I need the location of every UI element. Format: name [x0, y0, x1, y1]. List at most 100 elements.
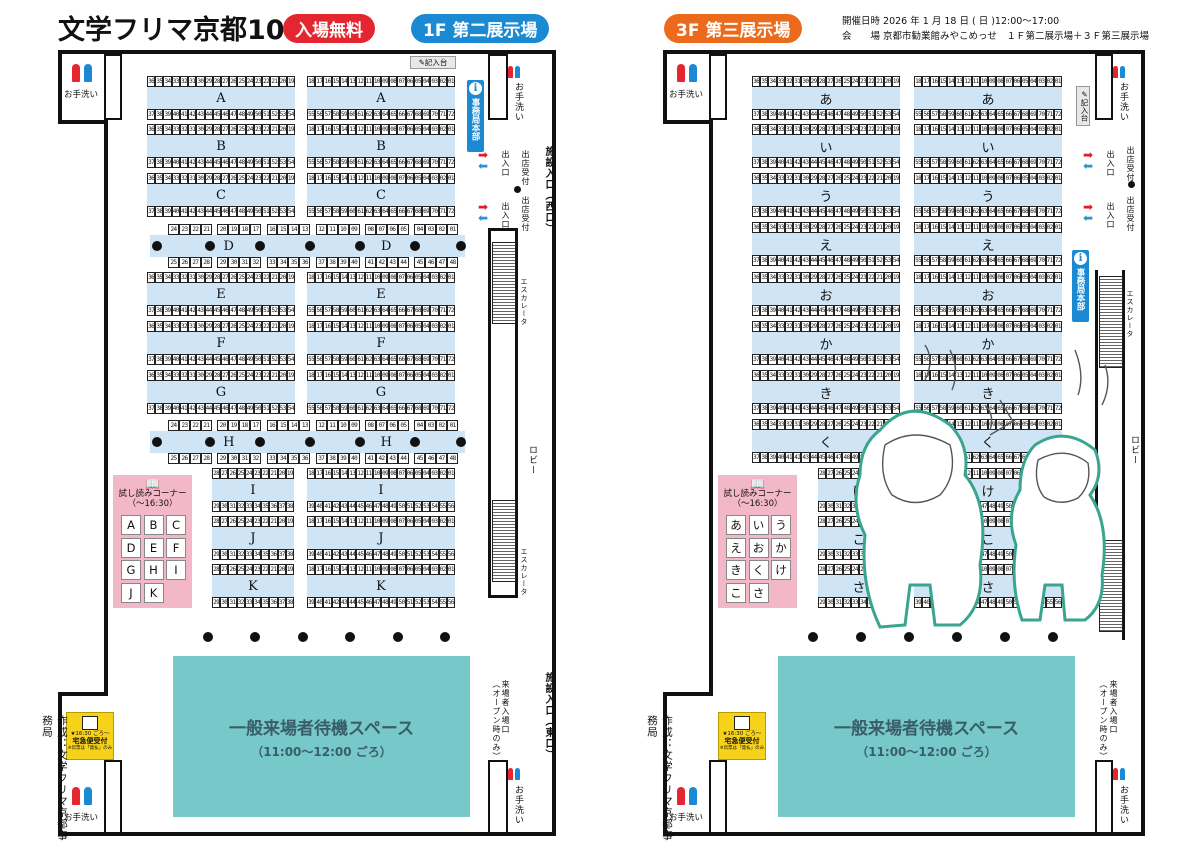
booth-number[interactable]: 52: [270, 206, 279, 217]
booth-number[interactable]: 67: [405, 157, 414, 168]
booth-number[interactable]: 28: [212, 124, 221, 135]
booth-number[interactable]: 61: [963, 354, 972, 365]
booth-number[interactable]: 46: [425, 453, 437, 464]
booth-number[interactable]: 29: [818, 501, 827, 512]
booth-number[interactable]: 13: [348, 272, 357, 283]
booth-number[interactable]: 36: [299, 257, 311, 268]
booth-number[interactable]: 25: [168, 257, 179, 268]
booth-number[interactable]: 30: [801, 173, 810, 184]
booth-number[interactable]: 58: [331, 354, 340, 365]
escalator-3f-upper[interactable]: [1099, 276, 1123, 368]
booth-number[interactable]: 11: [971, 419, 980, 430]
booth-number[interactable]: 25: [842, 468, 851, 479]
booth-number[interactable]: 50: [858, 157, 868, 168]
booth-number[interactable]: 01: [1053, 173, 1062, 184]
booth-number[interactable]: 30: [801, 222, 810, 233]
booth-number[interactable]: 12: [963, 222, 972, 233]
booth-number[interactable]: 08: [996, 564, 1005, 575]
booth-number[interactable]: 22: [261, 468, 270, 479]
booth-number[interactable]: 21: [270, 370, 279, 381]
booth-number[interactable]: 23: [253, 124, 263, 135]
booth-number[interactable]: 30: [228, 453, 240, 464]
booth-number[interactable]: 40: [171, 206, 180, 217]
booth-number[interactable]: 45: [817, 354, 826, 365]
reading-corner-block[interactable]: あ: [726, 515, 746, 535]
booth-number[interactable]: 17: [315, 76, 324, 87]
booth-number[interactable]: 14: [288, 420, 300, 431]
booth-number[interactable]: 11: [971, 321, 980, 332]
booth-number[interactable]: 70: [430, 206, 439, 217]
entry-desk-1f[interactable]: ✎記入台: [410, 56, 456, 69]
booth-number[interactable]: 08: [996, 370, 1005, 381]
booth-number[interactable]: 40: [315, 549, 324, 560]
booth-number[interactable]: 03: [1037, 419, 1046, 430]
booth-number[interactable]: 35: [760, 222, 769, 233]
waiting-area-1f[interactable]: 一般来場者待機スペース （11:00～12:00 ごろ）: [173, 656, 470, 817]
booth-number[interactable]: 28: [817, 272, 826, 283]
booth-number[interactable]: 23: [858, 76, 868, 87]
booth-number[interactable]: 62: [971, 206, 980, 217]
booth-number[interactable]: 20: [277, 468, 286, 479]
booth-number[interactable]: 33: [266, 257, 278, 268]
booth-number[interactable]: 28: [212, 370, 221, 381]
booth-number[interactable]: 39: [337, 257, 349, 268]
booth-number[interactable]: 15: [938, 124, 947, 135]
booth-number[interactable]: 59: [339, 305, 349, 316]
booth-number[interactable]: 17: [250, 224, 262, 235]
booth-number[interactable]: 48: [237, 206, 246, 217]
booth-number[interactable]: 14: [339, 173, 349, 184]
booth-number[interactable]: 56: [922, 206, 931, 217]
booth-number[interactable]: 44: [204, 354, 213, 365]
booth-number[interactable]: 48: [842, 109, 851, 120]
booth-number[interactable]: 26: [229, 272, 238, 283]
booth-number[interactable]: 25: [842, 419, 851, 430]
booth-number[interactable]: 24: [850, 419, 859, 430]
booth-number[interactable]: 33: [171, 76, 180, 87]
booth-number[interactable]: 24: [168, 420, 179, 431]
booth-number[interactable]: 69: [422, 157, 431, 168]
booth-number[interactable]: 31: [228, 597, 237, 608]
booth-number[interactable]: 36: [147, 321, 156, 332]
booth-number[interactable]: 38: [285, 549, 295, 560]
booth-number[interactable]: 63: [979, 305, 988, 316]
escalator-1f-upper[interactable]: [492, 242, 516, 324]
booth-number[interactable]: 04: [414, 224, 426, 235]
delivery-desk-1f[interactable]: ★16:30 ごろ～ 宅急便受付 ※伝票は「発払」のみ: [66, 712, 114, 760]
booth-number[interactable]: 18: [307, 321, 316, 332]
booth-number[interactable]: 40: [348, 257, 360, 268]
booth-number[interactable]: 34: [163, 370, 172, 381]
booth-number[interactable]: 23: [858, 173, 868, 184]
booth-number[interactable]: 31: [793, 419, 802, 430]
reading-corner-block[interactable]: え: [726, 537, 746, 558]
booth-number[interactable]: 10: [979, 468, 988, 479]
booth-number[interactable]: 41: [784, 305, 794, 316]
booth-number[interactable]: 02: [438, 124, 447, 135]
booth-number[interactable]: 13: [348, 76, 357, 87]
booth-number[interactable]: 31: [188, 76, 197, 87]
booth-number[interactable]: 12: [963, 419, 972, 430]
booth-number[interactable]: 53: [422, 597, 431, 608]
booth-number[interactable]: 22: [867, 370, 876, 381]
booth-number[interactable]: 16: [323, 516, 332, 527]
booth-number[interactable]: 53: [278, 403, 287, 414]
booth-number[interactable]: 52: [875, 157, 884, 168]
booth-number[interactable]: 31: [793, 222, 802, 233]
booth-number[interactable]: 59: [339, 109, 349, 120]
booth-number[interactable]: 48: [842, 354, 851, 365]
booth-number[interactable]: 29: [809, 370, 818, 381]
booth-number[interactable]: 44: [204, 109, 213, 120]
booth-number[interactable]: 43: [196, 157, 205, 168]
booth-number[interactable]: 37: [752, 206, 761, 217]
booth-number[interactable]: 11: [364, 124, 373, 135]
booth-number[interactable]: 64: [987, 452, 997, 463]
booth-number[interactable]: 61: [356, 354, 365, 365]
booth-number[interactable]: 02: [436, 224, 448, 235]
booth-number[interactable]: 29: [809, 419, 818, 430]
booth-number[interactable]: 06: [1012, 124, 1021, 135]
booth-number[interactable]: 42: [188, 305, 197, 316]
booth-number[interactable]: 29: [212, 501, 221, 512]
booth-number[interactable]: 31: [228, 549, 237, 560]
